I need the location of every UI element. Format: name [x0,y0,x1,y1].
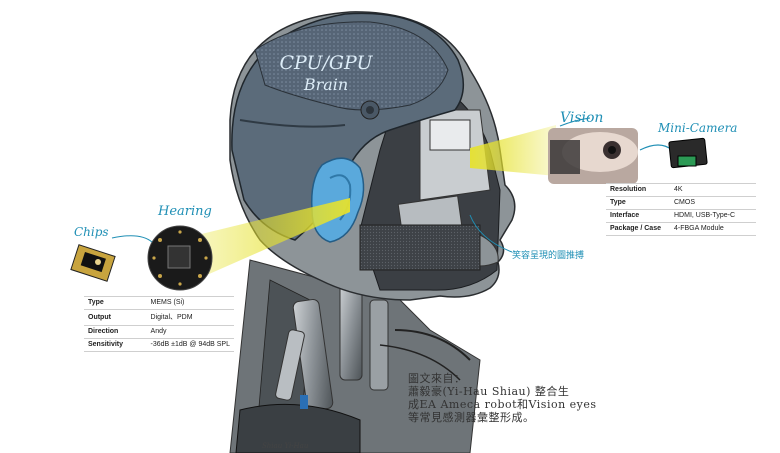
hearing-connector [111,235,153,243]
hearing-row: Sensitivity-36dB ±1dB @ 94dB SPL [84,338,234,352]
brain-label-line2: Brain [303,75,349,94]
helmet [231,12,464,241]
brain-label-line1: CPU/GPU [279,52,373,74]
hearing-spec-key: Type [84,296,147,310]
vision-spec-value: 4-FBGA Module [670,222,756,236]
vision-spec-value: 4K [670,183,756,197]
hearing-beam [185,198,350,278]
neck-mechanics [229,259,481,453]
brain-label: CPU/GPU Brain [276,52,376,96]
hearing-spec-value: -36dB ±1dB @ 94dB SPL [146,338,234,352]
mini-camera-label: Mini-Camera [658,121,738,135]
vision-spec-key: Interface [606,209,670,223]
credit-line-3: 成EA Ameca robot和Vision eyes [408,398,597,411]
vision-label: Vision [560,110,604,126]
face-note-connector [469,214,513,253]
chips-label: Chips [74,225,109,239]
vision-spec-key: Type [606,196,670,210]
eye-camera-photo [548,128,638,184]
credit-line-1: 圖文來自： [408,372,466,385]
hearing-spec-value: Andy [146,325,234,339]
artist-signature: Shiau Yi-Hau [262,442,309,450]
hearing-spec-value: MEMS (Si) [146,296,234,310]
mic-chip [70,244,116,282]
vision-connector [559,117,591,127]
vision-beam [470,125,556,176]
vision-spec-key: Resolution [606,183,670,197]
mini-camera-module [639,137,708,169]
hearing-spec-key: Direction [84,325,147,339]
microphone-board [147,225,213,291]
credit-block: 圖文來自： 蕭毅豪(Yi-Hau Shiau) 整合生 成EA Ameca ro… [408,372,597,424]
credit-line-2: 蕭毅豪(Yi-Hau Shiau) 整合生 [408,385,570,398]
vision-spec-key: Package / Case [606,222,670,236]
face-note-label: 笑容呈現的圖推搏 [512,251,585,261]
hearing-spec-key: Sensitivity [84,338,147,352]
hearing-label: Hearing [158,204,212,219]
vision-spec-value: CMOS [670,196,756,210]
credit-line-4: 等常見感測器彙整形成。 [408,411,535,424]
vision-spec-value: HDMI, USB-Type-C [670,209,756,223]
hearing-spec-value: Digital、PDM [146,309,234,326]
hearing-spec-key: Output [84,309,147,326]
